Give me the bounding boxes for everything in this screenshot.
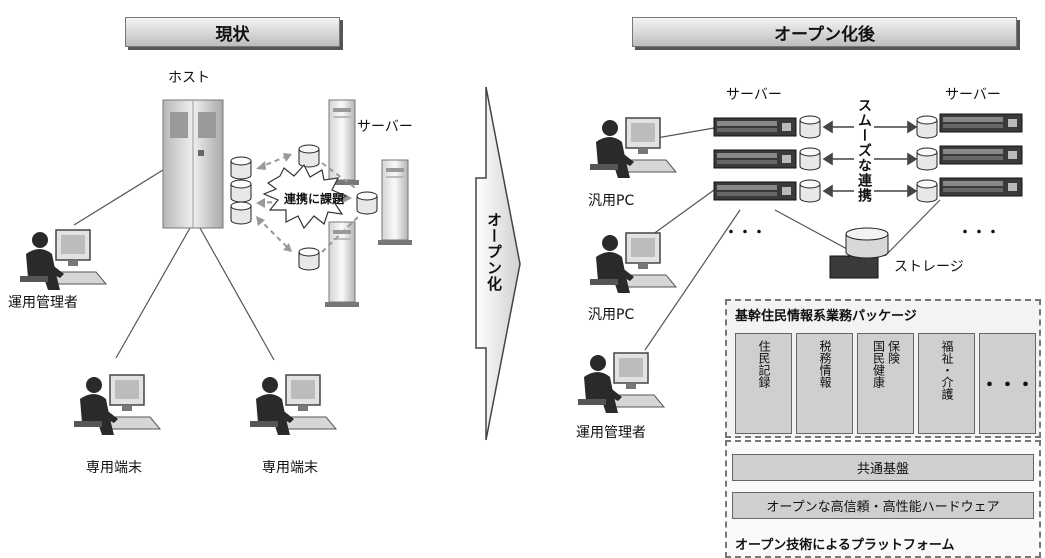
module-label: 税務情報: [818, 340, 832, 388]
terminal-label-1: 専用端末: [86, 460, 142, 476]
server-label-right: サーバー: [945, 87, 1001, 103]
hardware-bar: オープンな高信頼・高性能ハードウェア: [732, 492, 1034, 519]
platform-title: オープン技術によるプラットフォーム: [735, 538, 955, 553]
ellipsis-left: ・・・: [724, 225, 766, 241]
transition-arrow-icon: [475, 86, 521, 441]
transition-label: オープン化: [485, 212, 503, 292]
burst-label: 連携に課題: [284, 192, 345, 206]
module-more: ・・・: [979, 333, 1036, 434]
module-welfare-care: 福祉・介護: [918, 333, 975, 434]
host-mainframe-icon: [162, 99, 224, 229]
server-label: サーバー: [357, 119, 413, 135]
left-panel-title: 現状: [125, 17, 340, 47]
module-label: 国民健康: [871, 340, 886, 388]
platform-box: 共通基盤 オープンな高信頼・高性能ハードウェア オープン技術によるプラットフォー…: [725, 440, 1041, 558]
module-label: 保険: [886, 340, 901, 364]
host-label: ホスト: [168, 70, 210, 86]
smooth-label: スムーズな連携: [854, 96, 874, 205]
pc-person-icon-1: [589, 117, 677, 179]
package-title: 基幹住民情報系業務パッケージ: [735, 309, 917, 324]
module-label: 住民記録: [757, 340, 771, 388]
issue-burst-icon: [262, 163, 348, 230]
pc-label-2: 汎用PC: [588, 307, 635, 323]
server-label-left: サーバー: [726, 87, 782, 103]
storage-label: ストレージ: [894, 259, 964, 275]
pc-person-icon-2: [589, 232, 677, 294]
module-label: 福祉・介護: [940, 340, 954, 400]
operator-person-icon: [19, 229, 107, 291]
module-tax-info: 税務情報: [796, 333, 853, 434]
common-base-bar: 共通基盤: [732, 454, 1034, 481]
terminal-person-icon-2: [249, 374, 337, 436]
right-panel-title: オープン化後: [632, 17, 1017, 47]
operator-label: 運用管理者: [8, 295, 78, 311]
business-package-box: 基幹住民情報系業務パッケージ 住民記録 税務情報 国民健康 保険 福祉・介護 ・…: [725, 299, 1041, 438]
operator-label-right: 運用管理者: [576, 425, 646, 441]
module-resident-records: 住民記録: [735, 333, 792, 434]
ellipsis-right: ・・・: [958, 225, 1000, 241]
terminal-person-icon-1: [73, 374, 161, 436]
pc-label-1: 汎用PC: [588, 193, 635, 209]
module-health-insurance: 国民健康 保険: [857, 333, 914, 434]
storage-icon: [829, 227, 889, 279]
operator-person-icon-right: [577, 352, 665, 414]
terminal-label-2: 専用端末: [262, 460, 318, 476]
